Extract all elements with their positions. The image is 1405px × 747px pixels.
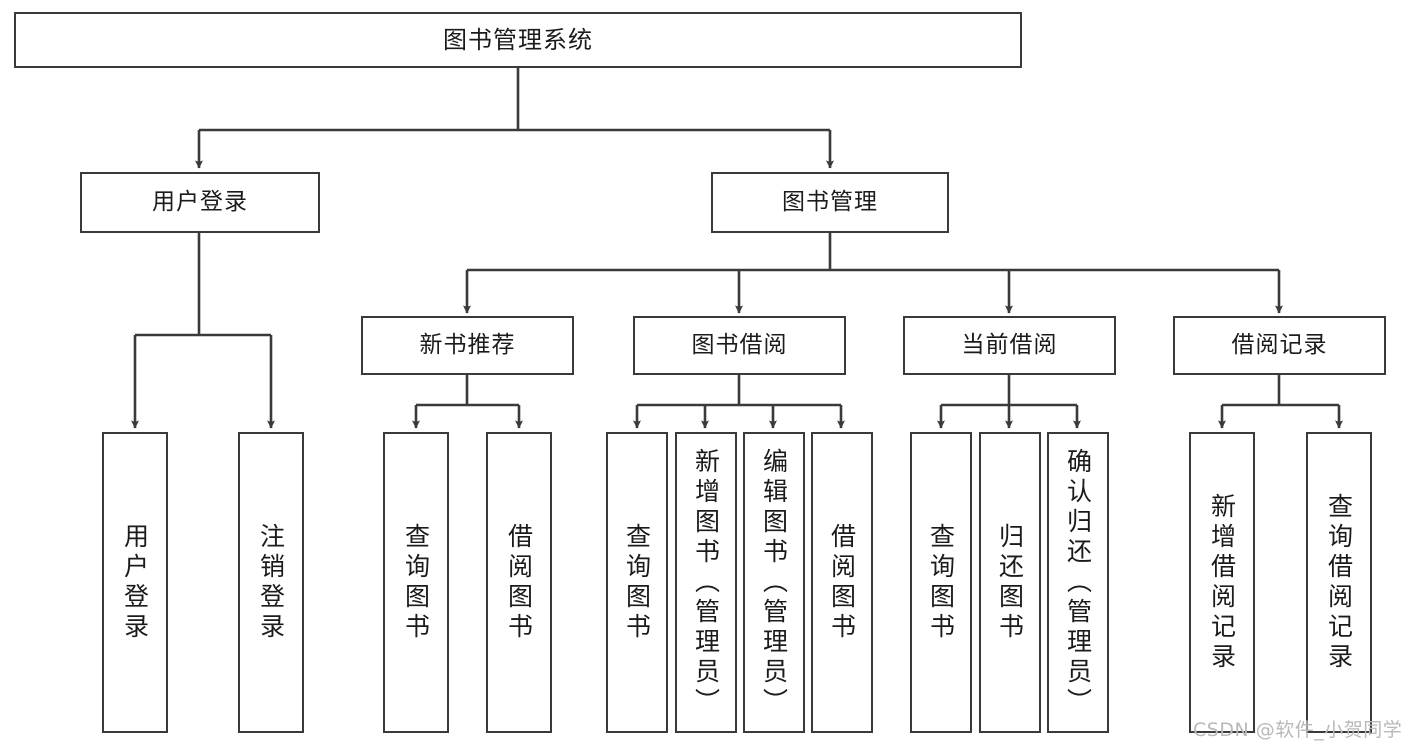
- node-label: 借阅图书: [827, 522, 857, 643]
- node-label: 查询图书: [401, 522, 431, 643]
- node-label: 当前借阅: [961, 331, 1058, 358]
- node-label: 用户登录: [120, 522, 150, 643]
- edges-currentborrow-to-leaves: [937, 375, 1081, 429]
- node-label: 图书管理系统: [443, 25, 593, 54]
- node-label: 新书推荐: [419, 331, 516, 358]
- node-label: 用户登录: [152, 188, 248, 215]
- node-label: 归还图书: [995, 522, 1025, 643]
- node-leaf-borrow-book-2[interactable]: 借阅图书: [811, 432, 873, 733]
- node-label: 新增图书（管理员）: [691, 447, 721, 718]
- node-label: 借阅记录: [1231, 331, 1328, 358]
- node-user-login[interactable]: 用户登录: [80, 172, 320, 233]
- node-borrow-record[interactable]: 借阅记录: [1173, 316, 1386, 375]
- node-leaf-query-record[interactable]: 查询借阅记录: [1306, 432, 1372, 733]
- node-leaf-borrow-book-1[interactable]: 借阅图书: [486, 432, 552, 733]
- edges-newbook-to-leaves: [412, 375, 523, 429]
- node-leaf-query-book-3[interactable]: 查询图书: [910, 432, 972, 733]
- node-label: 图书借阅: [691, 331, 788, 358]
- node-label: 编辑图书（管理员）: [759, 447, 789, 718]
- node-label: 注销登录: [256, 522, 286, 643]
- node-label: 查询借阅记录: [1324, 492, 1354, 673]
- edges-borrowrecord-to-leaves: [1218, 375, 1343, 429]
- node-book-borrow[interactable]: 图书借阅: [633, 316, 846, 375]
- node-new-book-recommend[interactable]: 新书推荐: [361, 316, 574, 375]
- node-leaf-add-record[interactable]: 新增借阅记录: [1189, 432, 1255, 733]
- node-label: 借阅图书: [504, 522, 534, 643]
- node-book-manage[interactable]: 图书管理: [711, 172, 949, 233]
- edges-bookmanage-to-level3: [463, 233, 1283, 314]
- edges-bookborrow-to-leaves: [633, 375, 845, 429]
- node-label: 确认归还（管理员）: [1063, 447, 1093, 718]
- node-leaf-add-book[interactable]: 新增图书（管理员）: [675, 432, 737, 733]
- node-leaf-return-book[interactable]: 归还图书: [979, 432, 1041, 733]
- edges-userlogin-to-leaves: [131, 233, 275, 429]
- node-label: 图书管理: [782, 188, 878, 215]
- node-leaf-logout-login[interactable]: 注销登录: [238, 432, 304, 733]
- node-leaf-confirm-return[interactable]: 确认归还（管理员）: [1047, 432, 1109, 733]
- node-label: 查询图书: [926, 522, 956, 643]
- node-label: 查询图书: [622, 522, 652, 643]
- node-leaf-query-book-1[interactable]: 查询图书: [383, 432, 449, 733]
- node-root-system[interactable]: 图书管理系统: [14, 12, 1022, 68]
- node-current-borrow[interactable]: 当前借阅: [903, 316, 1116, 375]
- csdn-watermark: CSDN @软件_小贺同学: [1193, 719, 1403, 741]
- edges-root-to-level2: [195, 68, 834, 169]
- node-leaf-user-login[interactable]: 用户登录: [102, 432, 168, 733]
- node-leaf-edit-book[interactable]: 编辑图书（管理员）: [743, 432, 805, 733]
- node-leaf-query-book-2[interactable]: 查询图书: [606, 432, 668, 733]
- node-label: 新增借阅记录: [1207, 492, 1237, 673]
